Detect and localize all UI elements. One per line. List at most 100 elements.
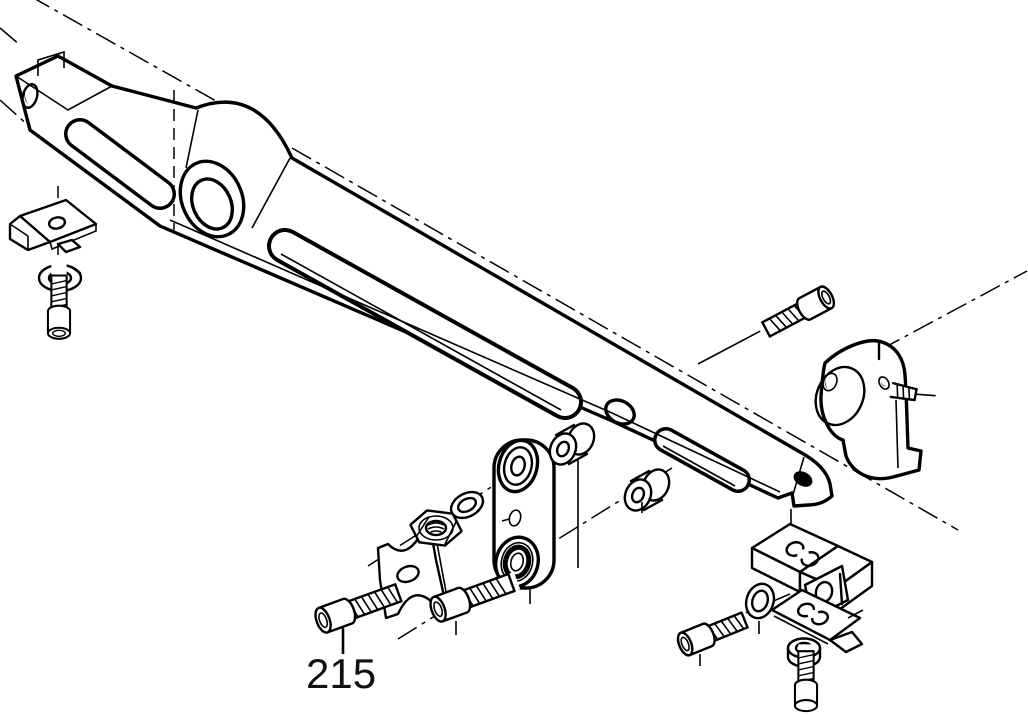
set-screw-tip [913,388,918,402]
hex-nut-facet-1 [415,516,430,538]
screw-axis-right [697,326,769,365]
bushing-lower [623,468,671,512]
seal-ring-inner [750,589,770,613]
boss-shoulder-left [185,109,199,169]
lock-washer-split [71,266,82,275]
flat-washer [449,490,485,520]
arm-end-face-edge [15,75,113,111]
link-mid-tick [501,518,510,522]
arm-tip-face-edge [791,456,805,499]
set-screw-bottom [889,395,916,402]
screw-socket [433,601,444,618]
arm-slot-3-inner [656,430,748,490]
shaft-clamp [814,339,936,481]
hex-nut-facet-2 [444,519,458,545]
pivot-link [492,438,556,590]
part-number-label: 215 [306,650,376,697]
axis-line-upper-left [35,0,233,111]
thread-tip [740,611,749,629]
arm-slot-2-inner [271,232,579,416]
bracket-tick [847,609,864,619]
clamp-block [750,509,874,620]
clip-fold-line [9,223,29,237]
clip-folded-edge [8,214,52,252]
socket-screw-mid-right [429,571,521,623]
bushing-lower-face [623,478,653,512]
set-screw-pilot-line [915,393,936,397]
hex-nut-bore [424,519,448,537]
main-arm [14,50,834,508]
bushing-upper-face [548,432,578,466]
link-bearing-bore [509,552,525,572]
link-top-boss-ring [502,446,534,486]
axis-stub-left-1 [0,27,21,46]
screw-socket [820,290,832,305]
clamp-screw-hole [878,376,890,390]
clamp-bore-shadow [824,376,828,389]
bracket-tab [828,630,864,654]
block-keyhole-join [797,549,809,559]
bushing-lower-bottom-edge [642,498,664,512]
seal-ring [744,582,776,620]
screw-head-body [793,678,819,707]
clamp-axis [879,270,1028,351]
mounting-clip [8,198,98,254]
axis-stub-left-2 [0,99,31,128]
screw-head-body [46,304,72,335]
bracket-thickness [773,615,829,645]
socket-screw-right [757,285,836,340]
screw-socket [318,612,329,629]
hex-nut [409,509,463,547]
bushing-lower-hole [630,486,646,504]
set-screw [889,381,936,402]
socket-screw-bottom-right [676,611,752,657]
socket-screw-left [46,261,72,340]
link-top-boss-hole [510,455,526,477]
link-mid-hole [508,509,522,527]
leader-lines [341,459,760,666]
arm-end-hole [21,83,39,109]
thread-bottom [709,626,749,644]
flat-washer-inner [456,496,478,514]
thread-tip [393,583,403,603]
socket-screw-mid-left [314,582,407,634]
arm-end-hole-shadow [24,88,28,104]
thread-tip [761,321,772,338]
thread-top [768,314,810,338]
arm-round-hole [604,398,636,426]
set-screw-ribs [896,383,911,401]
bushing-upper-hole [555,440,571,458]
screw-socket [680,636,690,652]
thread-top [343,583,397,605]
saddle-plate-hole [396,564,420,584]
thread-fill [459,571,521,609]
bushing-upper-top-edge [554,423,576,437]
bushing-lower-top-edge [629,469,651,483]
arm-boss-hole [189,177,235,231]
bushing-upper [548,422,596,466]
clamp-face [814,365,866,427]
boss-shoulder-right [251,157,291,229]
clip-thickness-edge [49,224,97,251]
clip-hole [47,216,67,230]
arm-slot-3-wall [662,445,736,487]
screw-head-face [793,699,819,713]
thread-top [703,611,743,629]
arm-slot-2-wall [280,253,562,411]
block-keyhole-a [785,541,805,557]
thread-top [458,572,510,594]
arm-end-notch [37,50,65,76]
socket-screw-bottom [793,644,819,713]
thread-fill [757,301,809,340]
thread-tip [507,572,516,593]
hex-nut-threads [427,522,445,534]
clamp-outline [819,339,923,481]
screw-socket [51,329,67,337]
keyhole-bracket [770,588,864,654]
arm-slot-1-inner [67,121,173,207]
clamp-bracket-edge [895,399,899,469]
thread-bottom [464,589,516,610]
axis-line-along-arm [291,147,959,531]
arm-side-ridge [169,219,781,493]
